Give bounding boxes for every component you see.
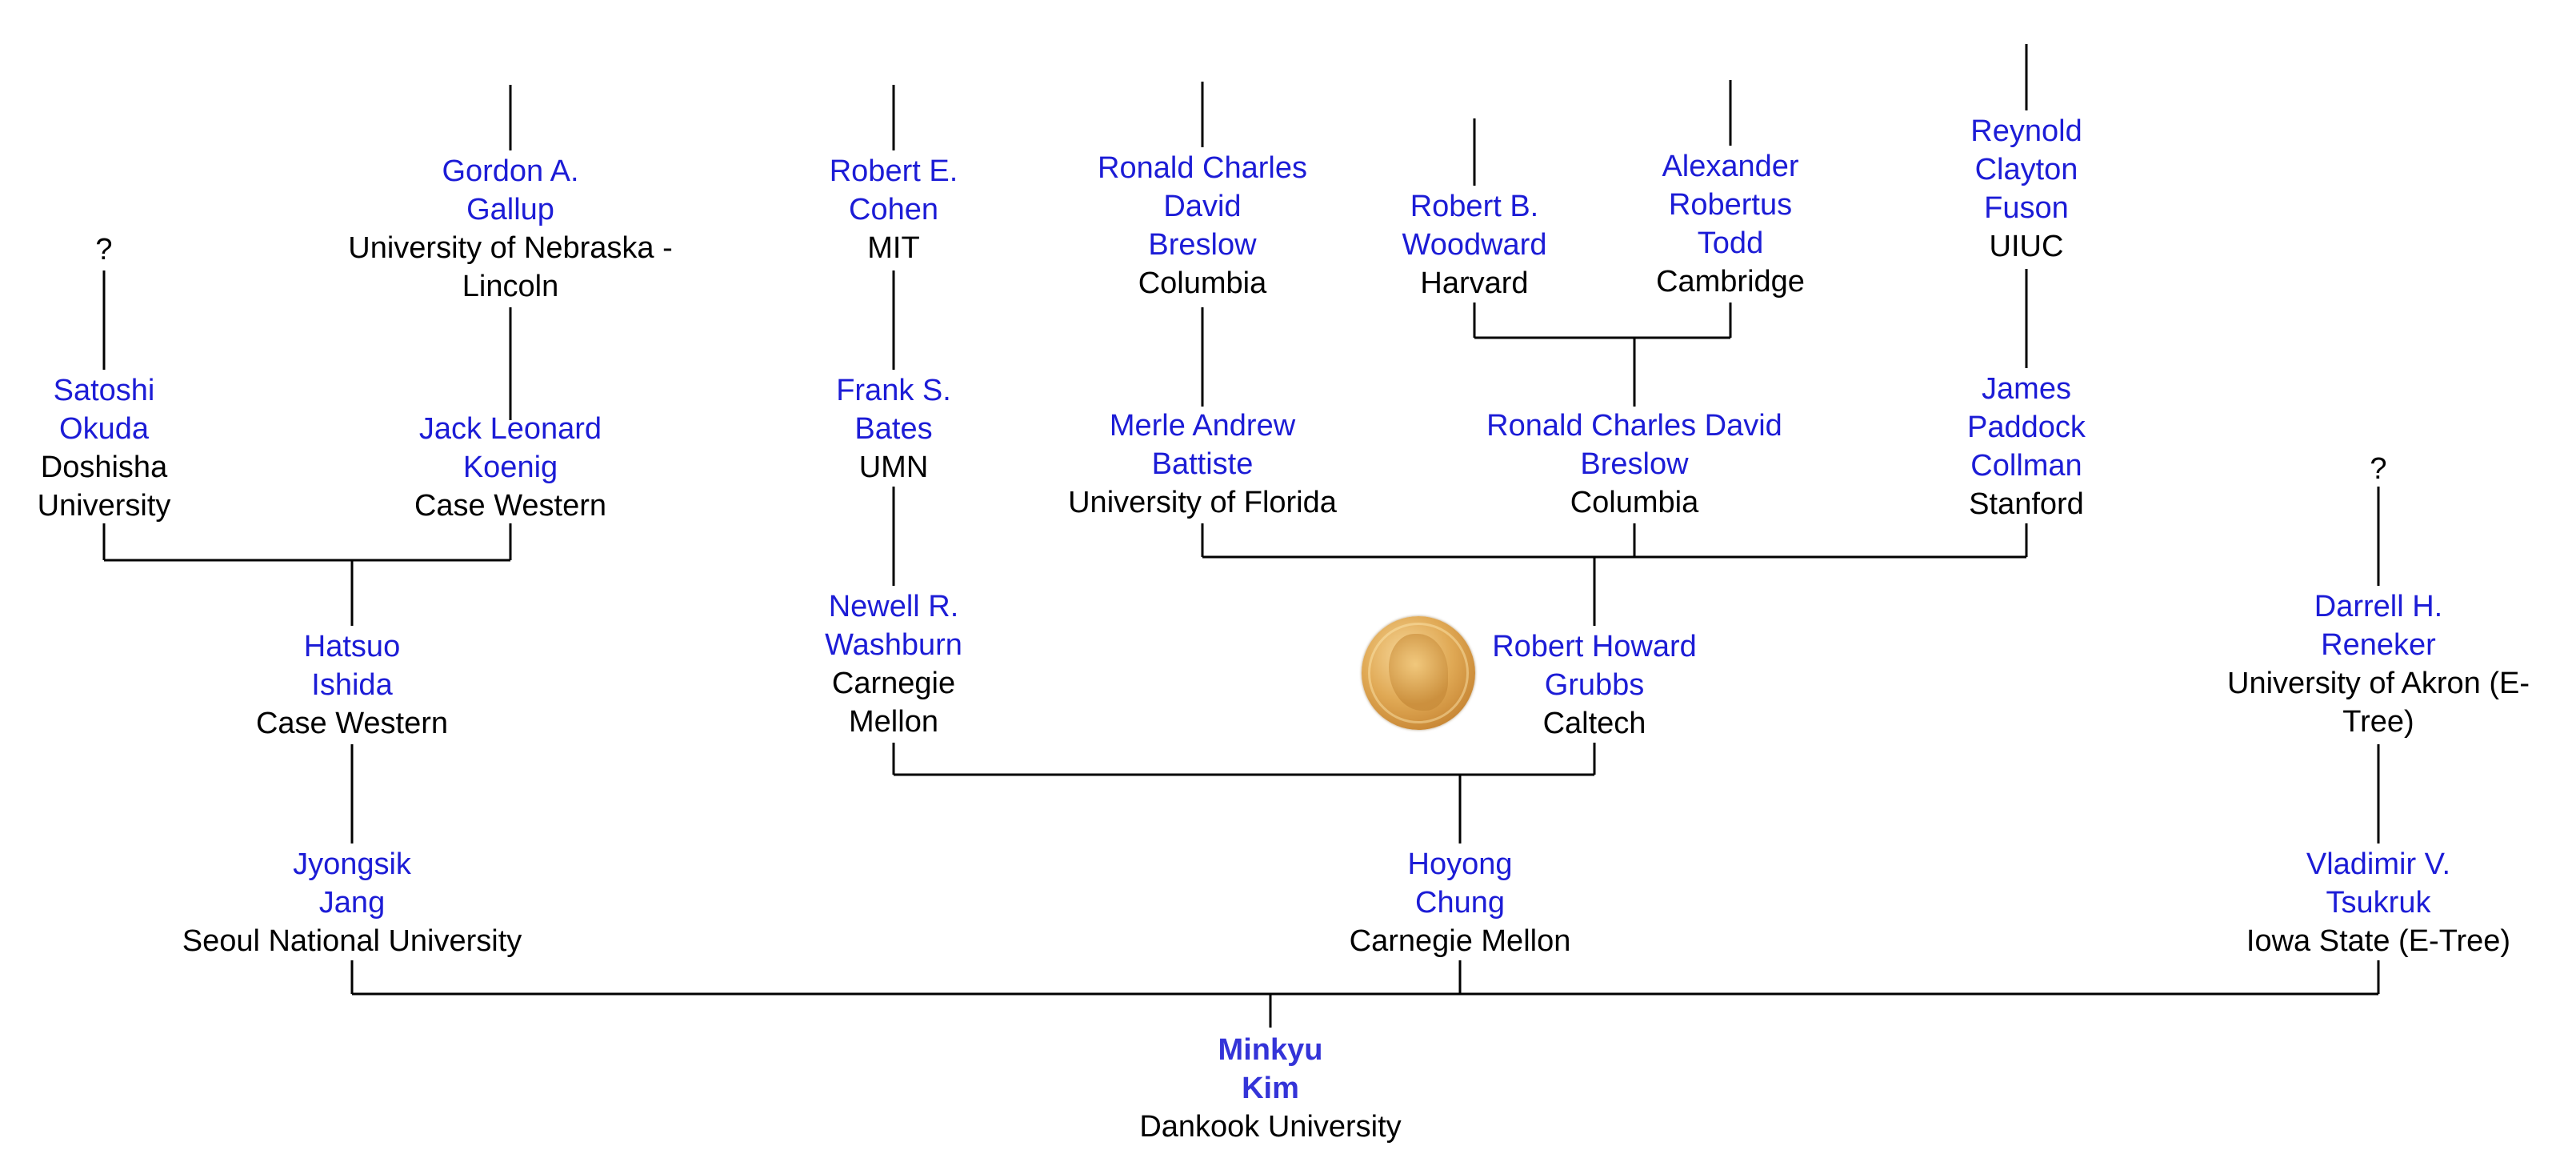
person-name-line[interactable]: Robertus xyxy=(1668,188,1793,222)
institution-line: Caltech xyxy=(1542,707,1646,740)
person-name-line[interactable]: Jyongsik xyxy=(293,847,411,881)
person-name-line[interactable]: Frank S. xyxy=(836,374,951,407)
institution-line: Case Western xyxy=(414,489,607,523)
person-name-line[interactable]: Robert Howard xyxy=(1492,630,1697,663)
person-name-line[interactable]: Hatsuo xyxy=(303,630,401,663)
person-name-line[interactable]: David xyxy=(1163,190,1242,223)
person-name-line[interactable]: Breslow xyxy=(1580,447,1689,481)
person-name-line[interactable]: Breslow xyxy=(1148,228,1257,262)
person-name-line[interactable]: Koenig xyxy=(462,451,558,484)
nobel-medal-icon xyxy=(1362,616,1475,730)
institution-line: Stanford xyxy=(1969,487,2084,521)
person-name-line[interactable]: Jack Leonard xyxy=(418,412,602,446)
person-name-line[interactable]: Merle Andrew xyxy=(1109,409,1296,443)
person-name-line[interactable]: Paddock xyxy=(1967,411,2086,444)
institution-line: Case Western xyxy=(255,707,449,740)
person-name-line[interactable]: Reneker xyxy=(2321,628,2436,662)
person-unknown-okuda-advisor: ? xyxy=(95,230,112,269)
person-name-line[interactable]: James xyxy=(1982,372,2071,406)
institution-line: Columbia xyxy=(1138,266,1267,300)
institution-line: University of Florida xyxy=(1068,486,1337,519)
person-name-line[interactable]: Fuson xyxy=(1984,191,2069,225)
institution-line: Carnegie Mellon xyxy=(1349,924,1571,958)
institution-line: MIT xyxy=(867,231,920,265)
institution-line: Tree) xyxy=(2342,705,2414,739)
person-name-line[interactable]: Grubbs xyxy=(1544,668,1645,702)
institution-line: Cambridge xyxy=(1656,265,1805,299)
person-name-line[interactable]: Gordon A. xyxy=(442,154,579,188)
person-name-line[interactable]: Vladimir V. xyxy=(2306,847,2451,881)
person-name-line[interactable]: Clayton xyxy=(1974,153,2078,186)
person-name-line[interactable]: Cohen xyxy=(849,193,938,226)
person-name-line[interactable]: Kim xyxy=(1242,1072,1299,1105)
institution-line: Harvard xyxy=(1420,266,1529,300)
person-name-line[interactable]: Gallup xyxy=(466,193,554,226)
institution-line: University of Akron (E- xyxy=(2227,667,2530,700)
person-name-line[interactable]: Bates xyxy=(854,412,933,446)
institution-line: University xyxy=(37,489,171,523)
institution-line: UIUC xyxy=(1989,230,2064,263)
person-name-line[interactable]: Satoshi xyxy=(53,374,155,407)
person-name-line[interactable]: Washburn xyxy=(825,628,962,662)
person-name-line[interactable]: Minkyu xyxy=(1218,1033,1323,1067)
person-name-line[interactable]: Ishida xyxy=(311,668,393,702)
person-name-line[interactable]: Chung xyxy=(1415,886,1505,920)
person-name-line[interactable]: Jang xyxy=(318,886,386,920)
person-name-line[interactable]: Battiste xyxy=(1151,447,1254,481)
person-name-line[interactable]: Okuda xyxy=(59,412,149,446)
person-name-line: ? xyxy=(95,233,113,266)
institution-line: Columbia xyxy=(1570,486,1699,519)
institution-line: Lincoln xyxy=(462,270,559,303)
institution-line: Mellon xyxy=(849,705,938,739)
institution-line: Iowa State (E-Tree) xyxy=(2246,924,2511,958)
person-name-line[interactable]: Hoyong xyxy=(1407,847,1513,881)
person-name-line: ? xyxy=(2370,452,2387,486)
person-name-line[interactable]: Reynold xyxy=(1970,114,2082,148)
person-name-line[interactable]: Darrell H. xyxy=(2314,590,2443,623)
person-name-line[interactable]: Ronald Charles xyxy=(1098,151,1307,185)
person-name-line[interactable]: Alexander xyxy=(1662,150,1799,183)
institution-line: Carnegie xyxy=(831,667,956,700)
person-name-line[interactable]: Tsukruk xyxy=(2326,886,2431,920)
person-name-line[interactable]: Woodward xyxy=(1402,228,1547,262)
institution-line: Seoul National University xyxy=(182,924,522,958)
person-name-line[interactable]: Ronald Charles David xyxy=(1486,409,1782,443)
person-name-line[interactable]: Robert E. xyxy=(829,154,958,188)
institution-line: University of Nebraska - xyxy=(348,231,673,265)
person-name-line[interactable]: Robert B. xyxy=(1410,190,1539,223)
person-name-line[interactable]: Todd xyxy=(1697,226,1764,260)
person-unknown-reneker-advisor: ? xyxy=(2370,450,2386,488)
institution-line: Dankook University xyxy=(1139,1110,1402,1144)
institution-line: Doshisha xyxy=(40,451,168,484)
person-name-line[interactable]: Newell R. xyxy=(828,590,959,623)
person-name-line[interactable]: Collman xyxy=(1970,449,2082,483)
institution-line: UMN xyxy=(858,451,929,484)
